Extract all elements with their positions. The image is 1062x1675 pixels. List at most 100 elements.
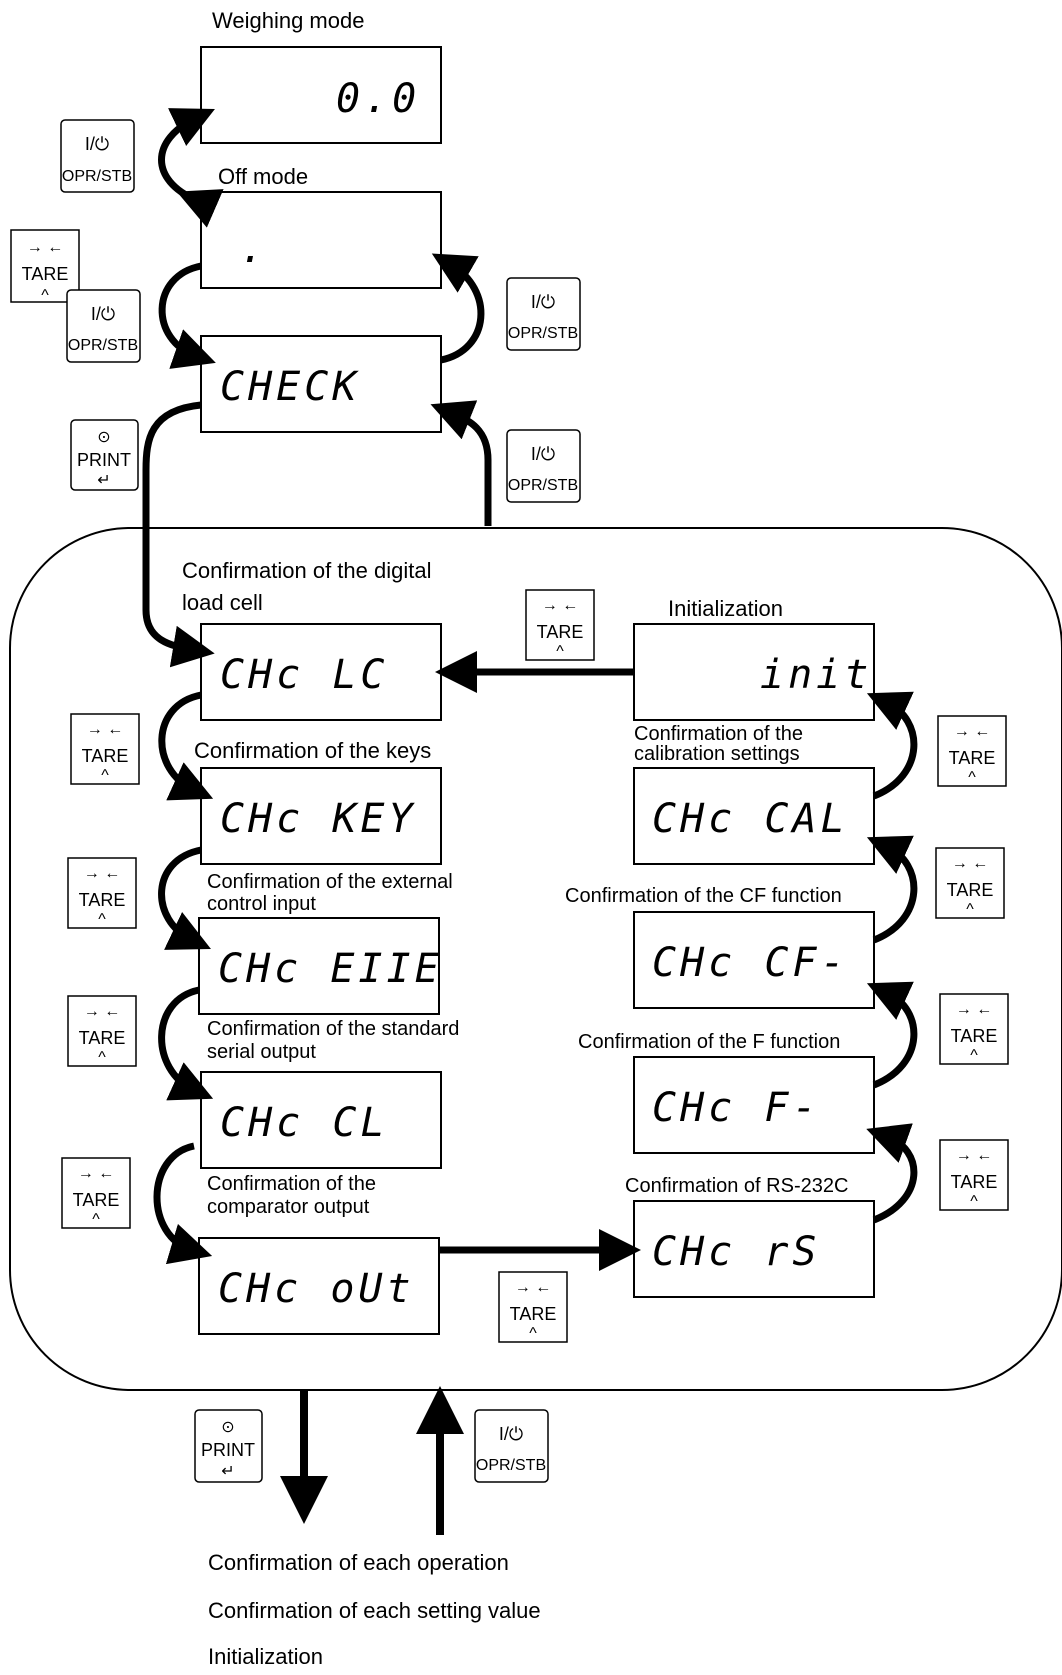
- lc-display: CHc LC: [200, 623, 442, 721]
- svg-text:^: ^: [970, 1047, 978, 1064]
- initialization-label: Initialization: [668, 596, 783, 621]
- svg-text:^: ^: [98, 911, 106, 928]
- svg-text:I/⏻: I/⏻: [499, 1424, 523, 1444]
- svg-text:PRINT: PRINT: [201, 1440, 255, 1460]
- svg-text:TARE: TARE: [951, 1172, 998, 1192]
- svg-text:CHc LC: CHc LC: [220, 652, 389, 698]
- svg-text:TARE: TARE: [82, 746, 129, 766]
- svg-text:init: init: [760, 652, 872, 698]
- serial-output-label-1: Confirmation of the standard: [207, 1018, 459, 1040]
- off-display: .: [200, 191, 442, 289]
- svg-text:^: ^: [101, 767, 109, 784]
- flow-arrows: [142, 108, 918, 1535]
- load-cell-label-1: Confirmation of the digital: [182, 558, 431, 583]
- weighing-display: 0.0: [200, 46, 442, 144]
- svg-text:→ ←: → ←: [542, 597, 578, 614]
- weighing-mode-label: Weighing mode: [212, 8, 364, 33]
- external-input-label-2: control input: [207, 893, 316, 915]
- tare-key-11[interactable]: → ← TARE ^: [939, 1139, 1009, 1211]
- calibration-label-1: Confirmation of the: [634, 723, 803, 745]
- svg-text:^: ^: [98, 1049, 106, 1066]
- tare-key-1[interactable]: → ← TARE ^: [10, 229, 80, 304]
- svg-text:↵: ↵: [97, 472, 110, 489]
- svg-text:→ ←: → ←: [78, 1165, 114, 1182]
- tare-key-6[interactable]: → ← TARE ^: [61, 1157, 131, 1229]
- svg-text:→ ←: → ←: [515, 1279, 551, 1296]
- opr-stb-key-5[interactable]: I/⏻ OPR/STB: [474, 1409, 549, 1483]
- cf-display: CHc CF-: [633, 911, 875, 1009]
- svg-text:OPR/STB: OPR/STB: [68, 337, 138, 354]
- svg-text:→ ←: → ←: [952, 855, 988, 872]
- svg-text:I/⏻: I/⏻: [531, 444, 555, 464]
- keys-display: CHc KEY: [200, 767, 442, 865]
- tare-key-5[interactable]: → ← TARE ^: [67, 995, 137, 1067]
- svg-text:.: .: [240, 226, 268, 272]
- svg-text:CHc oUt: CHc oUt: [218, 1266, 415, 1312]
- svg-text:PRINT: PRINT: [77, 450, 131, 470]
- rs-display: CHc rS: [633, 1200, 875, 1298]
- keys-label: Confirmation of the keys: [194, 738, 431, 763]
- svg-text:OPR/STB: OPR/STB: [508, 477, 578, 494]
- svg-text:^: ^: [970, 1193, 978, 1210]
- bottom-line-1: Confirmation of each operation: [208, 1550, 509, 1575]
- tare-key-3[interactable]: → ← TARE ^: [70, 713, 140, 785]
- svg-text:→ ←: → ←: [27, 239, 63, 256]
- svg-text:TARE: TARE: [537, 622, 584, 642]
- svg-text:^: ^: [41, 287, 49, 304]
- init-display: init: [633, 623, 875, 721]
- svg-text:TARE: TARE: [951, 1026, 998, 1046]
- svg-text:CHc KEY: CHc KEY: [220, 796, 417, 842]
- svg-text:^: ^: [92, 1211, 100, 1228]
- tare-key-2[interactable]: → ← TARE ^: [525, 589, 595, 661]
- tare-key-10[interactable]: → ← TARE ^: [939, 993, 1009, 1065]
- calibration-label-2: calibration settings: [634, 743, 800, 765]
- tare-key-8[interactable]: → ← TARE ^: [937, 715, 1007, 787]
- tare-key-9[interactable]: → ← TARE ^: [935, 847, 1005, 919]
- opr-stb-key-2[interactable]: I/⏻ OPR/STB: [66, 289, 141, 363]
- svg-text:TARE: TARE: [22, 264, 69, 284]
- svg-text:→ ←: → ←: [84, 1003, 120, 1020]
- svg-text:OPR/STB: OPR/STB: [508, 325, 578, 342]
- svg-text:^: ^: [966, 901, 974, 918]
- rs232c-label: Confirmation of RS-232C: [625, 1175, 848, 1197]
- svg-text:I/⏻: I/⏻: [91, 304, 115, 324]
- out-display: CHc oUt: [198, 1237, 440, 1335]
- tare-key-4[interactable]: → ← TARE ^: [67, 857, 137, 929]
- svg-text:CHc EIIE: CHc EIIE: [218, 946, 443, 992]
- check-display: CHECK: [200, 335, 442, 433]
- load-cell-label-2: load cell: [182, 590, 263, 615]
- tare-key-7[interactable]: → ← TARE ^: [498, 1271, 568, 1343]
- serial-output-label-2: serial output: [207, 1041, 316, 1063]
- cf-function-label: Confirmation of the CF function: [565, 885, 842, 907]
- svg-text:→ ←: → ←: [956, 1147, 992, 1164]
- svg-text:I/⏻: I/⏻: [531, 292, 555, 312]
- print-key-1[interactable]: ⊙ PRINT ↵: [70, 419, 139, 491]
- bottom-line-2: Confirmation of each setting value: [208, 1598, 541, 1623]
- external-input-label-1: Confirmation of the external: [207, 871, 453, 893]
- svg-text:OPR/STB: OPR/STB: [476, 1457, 546, 1474]
- svg-text:CHc F-: CHc F-: [652, 1085, 821, 1131]
- opr-stb-key-4[interactable]: I/⏻ OPR/STB: [506, 429, 581, 503]
- svg-text:CHc CAL: CHc CAL: [652, 796, 849, 842]
- svg-text:CHc CL: CHc CL: [220, 1100, 389, 1146]
- svg-text:→ ←: → ←: [84, 865, 120, 882]
- svg-text:TARE: TARE: [949, 748, 996, 768]
- svg-text:I/⏻: I/⏻: [85, 134, 109, 154]
- svg-text:↵: ↵: [221, 1463, 234, 1480]
- bottom-line-3: Initialization: [208, 1644, 323, 1669]
- comparator-label-2: comparator output: [207, 1196, 370, 1218]
- svg-text:TARE: TARE: [79, 890, 126, 910]
- svg-text:^: ^: [968, 769, 976, 786]
- svg-text:^: ^: [556, 643, 564, 660]
- svg-text:⊙: ⊙: [97, 429, 110, 446]
- opr-stb-key-3[interactable]: I/⏻ OPR/STB: [506, 277, 581, 351]
- f-display: CHc F-: [633, 1056, 875, 1154]
- opr-stb-key-1[interactable]: I/⏻ OPR/STB: [60, 119, 135, 193]
- svg-text:CHECK: CHECK: [220, 364, 360, 410]
- svg-text:CHc CF-: CHc CF-: [652, 940, 849, 986]
- check-mode-container: [9, 527, 1062, 1391]
- svg-text:CHc rS: CHc rS: [652, 1229, 821, 1275]
- print-key-2[interactable]: ⊙ PRINT ↵: [194, 1409, 263, 1483]
